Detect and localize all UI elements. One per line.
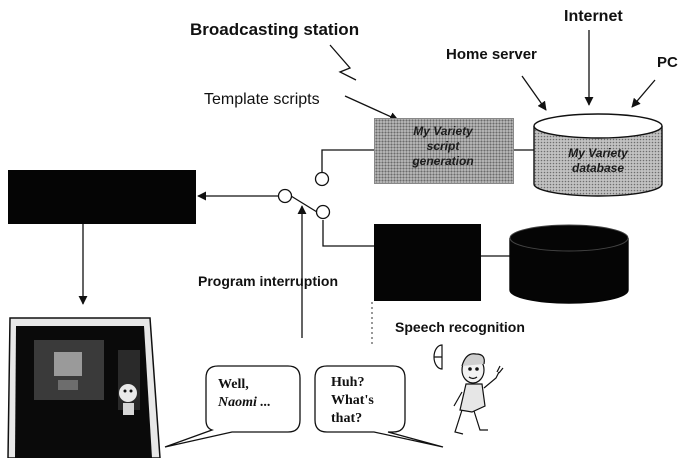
speech-bubble-left — [164, 365, 301, 448]
pc-arrow — [631, 79, 656, 108]
person-illustration — [453, 353, 504, 435]
my-variety-database-cylinder — [533, 113, 663, 197]
program-interruption-label: Program interruption — [198, 273, 339, 289]
bubble-right-line2: What's — [331, 393, 374, 408]
script-generation-line2: script — [426, 139, 460, 153]
broadcast-zigzag-line — [329, 44, 357, 81]
template-scripts-label: Template scripts — [204, 91, 320, 108]
switch-pivot — [277, 188, 293, 204]
switch-lever — [290, 195, 318, 213]
internet-label: Internet — [564, 8, 623, 25]
tv-character-icon — [119, 384, 137, 415]
script-generation-line1: My Variety — [413, 124, 473, 138]
television-set — [7, 317, 161, 458]
tv-output-box — [8, 170, 196, 224]
database-line2: database — [571, 161, 625, 175]
bubble-right-text: Huh? What's that? — [331, 374, 374, 428]
speech-bubble-right — [314, 365, 444, 448]
script-generation-label: My Variety script generation — [374, 124, 512, 169]
home-server-arrow — [521, 75, 547, 111]
bubble-left-line1: Well, — [218, 377, 249, 392]
database-label: My Variety database — [540, 146, 656, 176]
script-generation-line3: generation — [412, 154, 474, 168]
switch-contact-top — [314, 171, 330, 187]
speech-recognition-box — [374, 224, 481, 301]
recognition-database-cylinder — [509, 224, 629, 304]
bubble-right-line3: that? — [331, 411, 363, 426]
bubble-left-text: Well, Naomi ... — [218, 376, 271, 412]
bubble-right-line1: Huh? — [331, 375, 365, 390]
template-scripts-arrow — [344, 95, 399, 121]
microphone-icon — [433, 344, 443, 370]
script-branch-line — [321, 149, 374, 172]
recognition-branch-line — [322, 220, 374, 247]
pc-label: PC — [657, 54, 678, 71]
switch-contact-bottom — [315, 204, 331, 220]
speech-recognition-label: Speech recognition — [395, 319, 525, 335]
script-generation-box — [374, 118, 514, 184]
database-line1: My Variety — [568, 146, 628, 160]
bubble-left-line2: Naomi ... — [218, 395, 271, 410]
broadcasting-station-label: Broadcasting station — [190, 20, 360, 39]
home-server-label: Home server — [446, 46, 537, 63]
